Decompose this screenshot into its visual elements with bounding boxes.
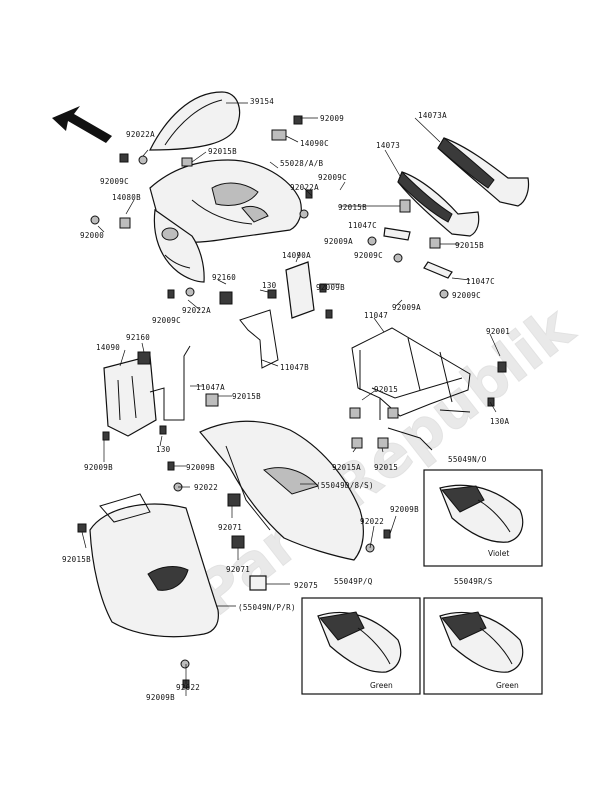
- air-duct-right: [437, 137, 530, 207]
- label-92022-r: 92022: [360, 517, 384, 526]
- label-55028: 55028/A/B: [280, 159, 324, 168]
- upper-cowl: [149, 159, 302, 283]
- label-11047b: 11047B: [280, 363, 309, 372]
- windshield: [149, 91, 241, 151]
- label-92022a-mid: 92022A: [290, 183, 319, 192]
- caption-box2-color: Green: [370, 681, 393, 690]
- label-92015-b: 92015: [374, 463, 398, 472]
- label-92009c-r1: 92009C: [318, 173, 347, 182]
- label-box2: 55049P/Q: [334, 577, 373, 586]
- label-92071-b: 92071: [226, 565, 250, 574]
- inset-55049r-s: [423, 597, 543, 695]
- label-92009b-r: 92009B: [390, 505, 419, 514]
- cowl-stay-frame: [351, 327, 471, 451]
- leader-lines: [81, 102, 501, 696]
- label-92009b-bot: 92009B: [146, 693, 175, 702]
- label-92009c-low: 92009C: [152, 316, 181, 325]
- label-11047c-b: 11047C: [466, 277, 495, 286]
- label-55049n: (55049N/P/R): [238, 603, 296, 612]
- label-92022-mid: 92022: [194, 483, 218, 492]
- label-92075: 92075: [294, 581, 318, 590]
- label-130-mid: 130: [156, 445, 171, 454]
- inner-panel-14090: [103, 355, 157, 437]
- label-55049d: (55049D/8/S): [316, 481, 374, 490]
- label-92071-a: 92071: [218, 523, 242, 532]
- label-39154: 39154: [250, 97, 274, 106]
- label-92160-left: 92160: [126, 333, 150, 342]
- label-14090: 14090: [96, 343, 120, 352]
- part-labels: 39154 92009 14090C 92022A 92009C 92015B …: [62, 97, 519, 702]
- label-92009b-c: 92009B: [186, 463, 215, 472]
- label-92022a-low: 92022A: [182, 306, 211, 315]
- label-130-top: 130: [262, 281, 277, 290]
- label-92009a-a: 92009A: [324, 237, 353, 246]
- inset-55049n-o: [423, 469, 543, 567]
- label-14090a: 14090A: [282, 251, 311, 260]
- label-92001: 92001: [486, 327, 510, 336]
- label-14080b: 14080B: [112, 193, 141, 202]
- label-14090c: 14090C: [300, 139, 329, 148]
- air-duct-left: [397, 171, 480, 237]
- label-92015b-low: 92015B: [62, 555, 91, 564]
- inner-bracket-14090a: [285, 261, 315, 319]
- label-92000: 92000: [80, 231, 104, 240]
- inset-55049p-q: [301, 597, 421, 695]
- label-11047c-a: 11047C: [348, 221, 377, 230]
- label-92015b-r1: 92015B: [338, 203, 367, 212]
- label-92022a: 92022A: [126, 130, 155, 139]
- label-92015-a: 92015: [374, 385, 398, 394]
- label-92160-top: 92160: [212, 273, 236, 282]
- caption-box3-color: Green: [496, 681, 519, 690]
- label-92009b-left: 92009B: [84, 463, 113, 472]
- label-92009a-b: 92009A: [392, 303, 421, 312]
- label-92009c-r3: 92009C: [452, 291, 481, 300]
- label-92015b: 92015B: [208, 147, 237, 156]
- label-box1: 55049N/O: [448, 455, 487, 464]
- label-11047a: 11047A: [196, 383, 225, 392]
- label-92015b-mid: 92015B: [232, 392, 261, 401]
- label-92015a: 92015A: [332, 463, 361, 472]
- fasteners: [77, 115, 507, 689]
- label-box3: 55049R/S: [454, 577, 493, 586]
- label-92009: 92009: [320, 114, 344, 123]
- label-130a: 130A: [490, 417, 509, 426]
- label-92015b-r2: 92015B: [455, 241, 484, 250]
- label-11047: 11047: [364, 311, 388, 320]
- label-14073a: 14073A: [418, 111, 447, 120]
- label-92009c: 92009C: [100, 177, 129, 186]
- front-direction-arrow: [52, 106, 112, 143]
- label-92009c-r2: 92009C: [354, 251, 383, 260]
- label-92009b: 92009B: [316, 283, 345, 292]
- side-cowl-middle: [199, 420, 364, 561]
- caption-box1-color: Violet: [488, 549, 509, 558]
- label-92022-bot: 92022: [176, 683, 200, 692]
- label-14073: 14073: [376, 141, 400, 150]
